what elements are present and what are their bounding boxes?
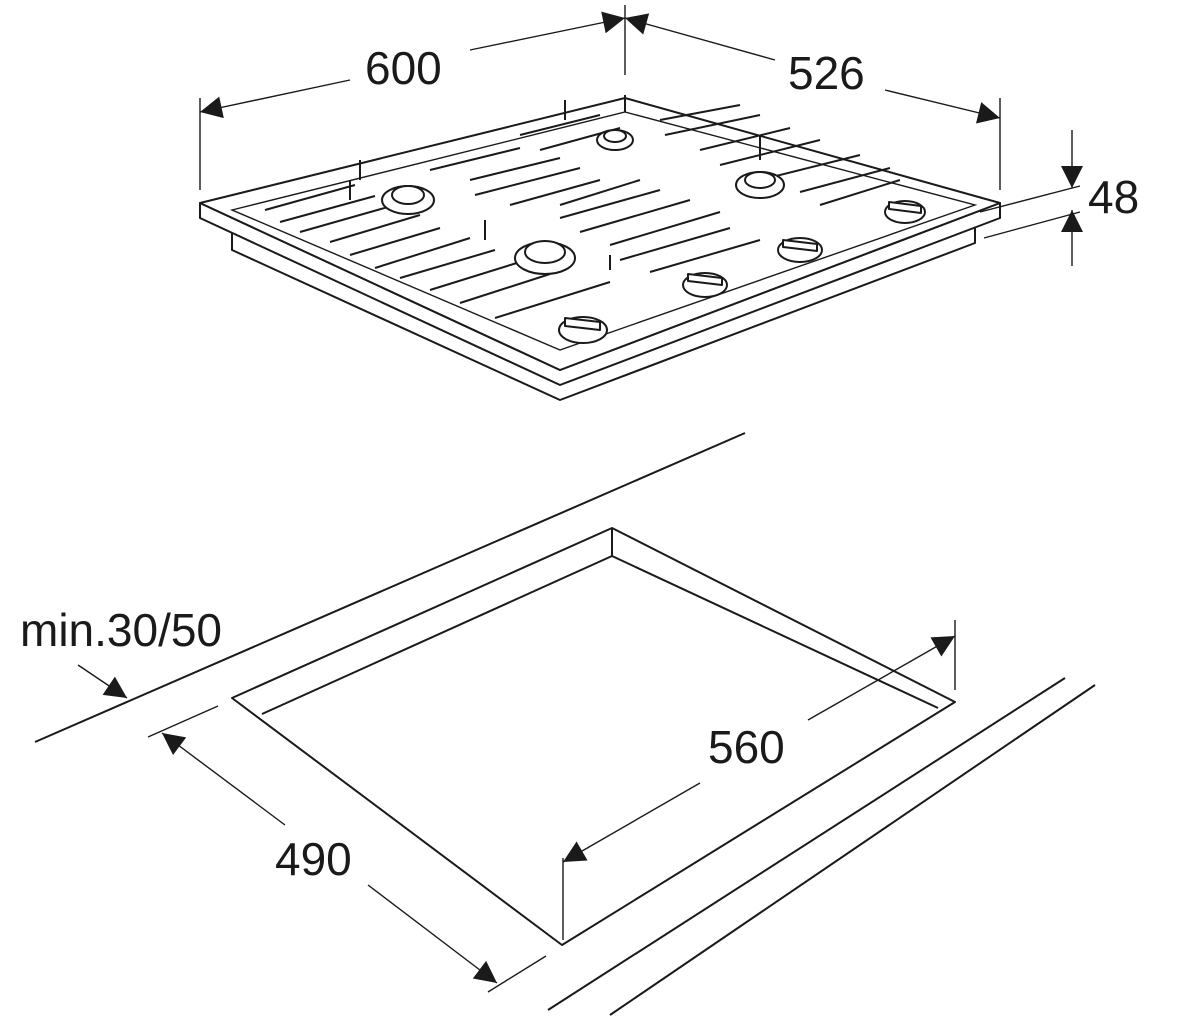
hob-dimensions: 600 526 48 [199,5,1139,266]
control-knobs [558,200,926,344]
cutout-dimensions: 560 490 min.30/50 [20,604,956,993]
min-distance-label: min.30/50 [20,604,222,656]
cutout-outline [231,527,956,946]
burners [381,129,785,275]
cutout-depth-label: 490 [275,833,352,885]
worktop-rear-edge [34,432,746,743]
hob-top-plate [199,97,1001,371]
hob-height-label: 48 [1088,171,1139,223]
hob-width-label: 600 [365,42,442,94]
knob-3 [777,237,823,263]
worktop-front-edge-lower [609,684,1096,1016]
pan-supports [264,95,901,319]
knob-2 [682,272,728,298]
cutout-width-label: 560 [708,721,785,773]
cutout-inner-wall [261,528,939,715]
burner-rear-left [381,185,435,215]
knob-4 [884,200,926,224]
worktop-cutout-drawing [34,432,1096,1016]
knob-1 [558,316,608,344]
hob-plate-inner [229,111,978,351]
burner-front-large [514,240,576,275]
burner-rear-center [596,129,634,151]
burner-right [735,171,785,199]
hob-depth-label: 526 [788,47,865,99]
worktop-front-edge [547,677,1066,1011]
hob-drawing [199,95,1001,401]
